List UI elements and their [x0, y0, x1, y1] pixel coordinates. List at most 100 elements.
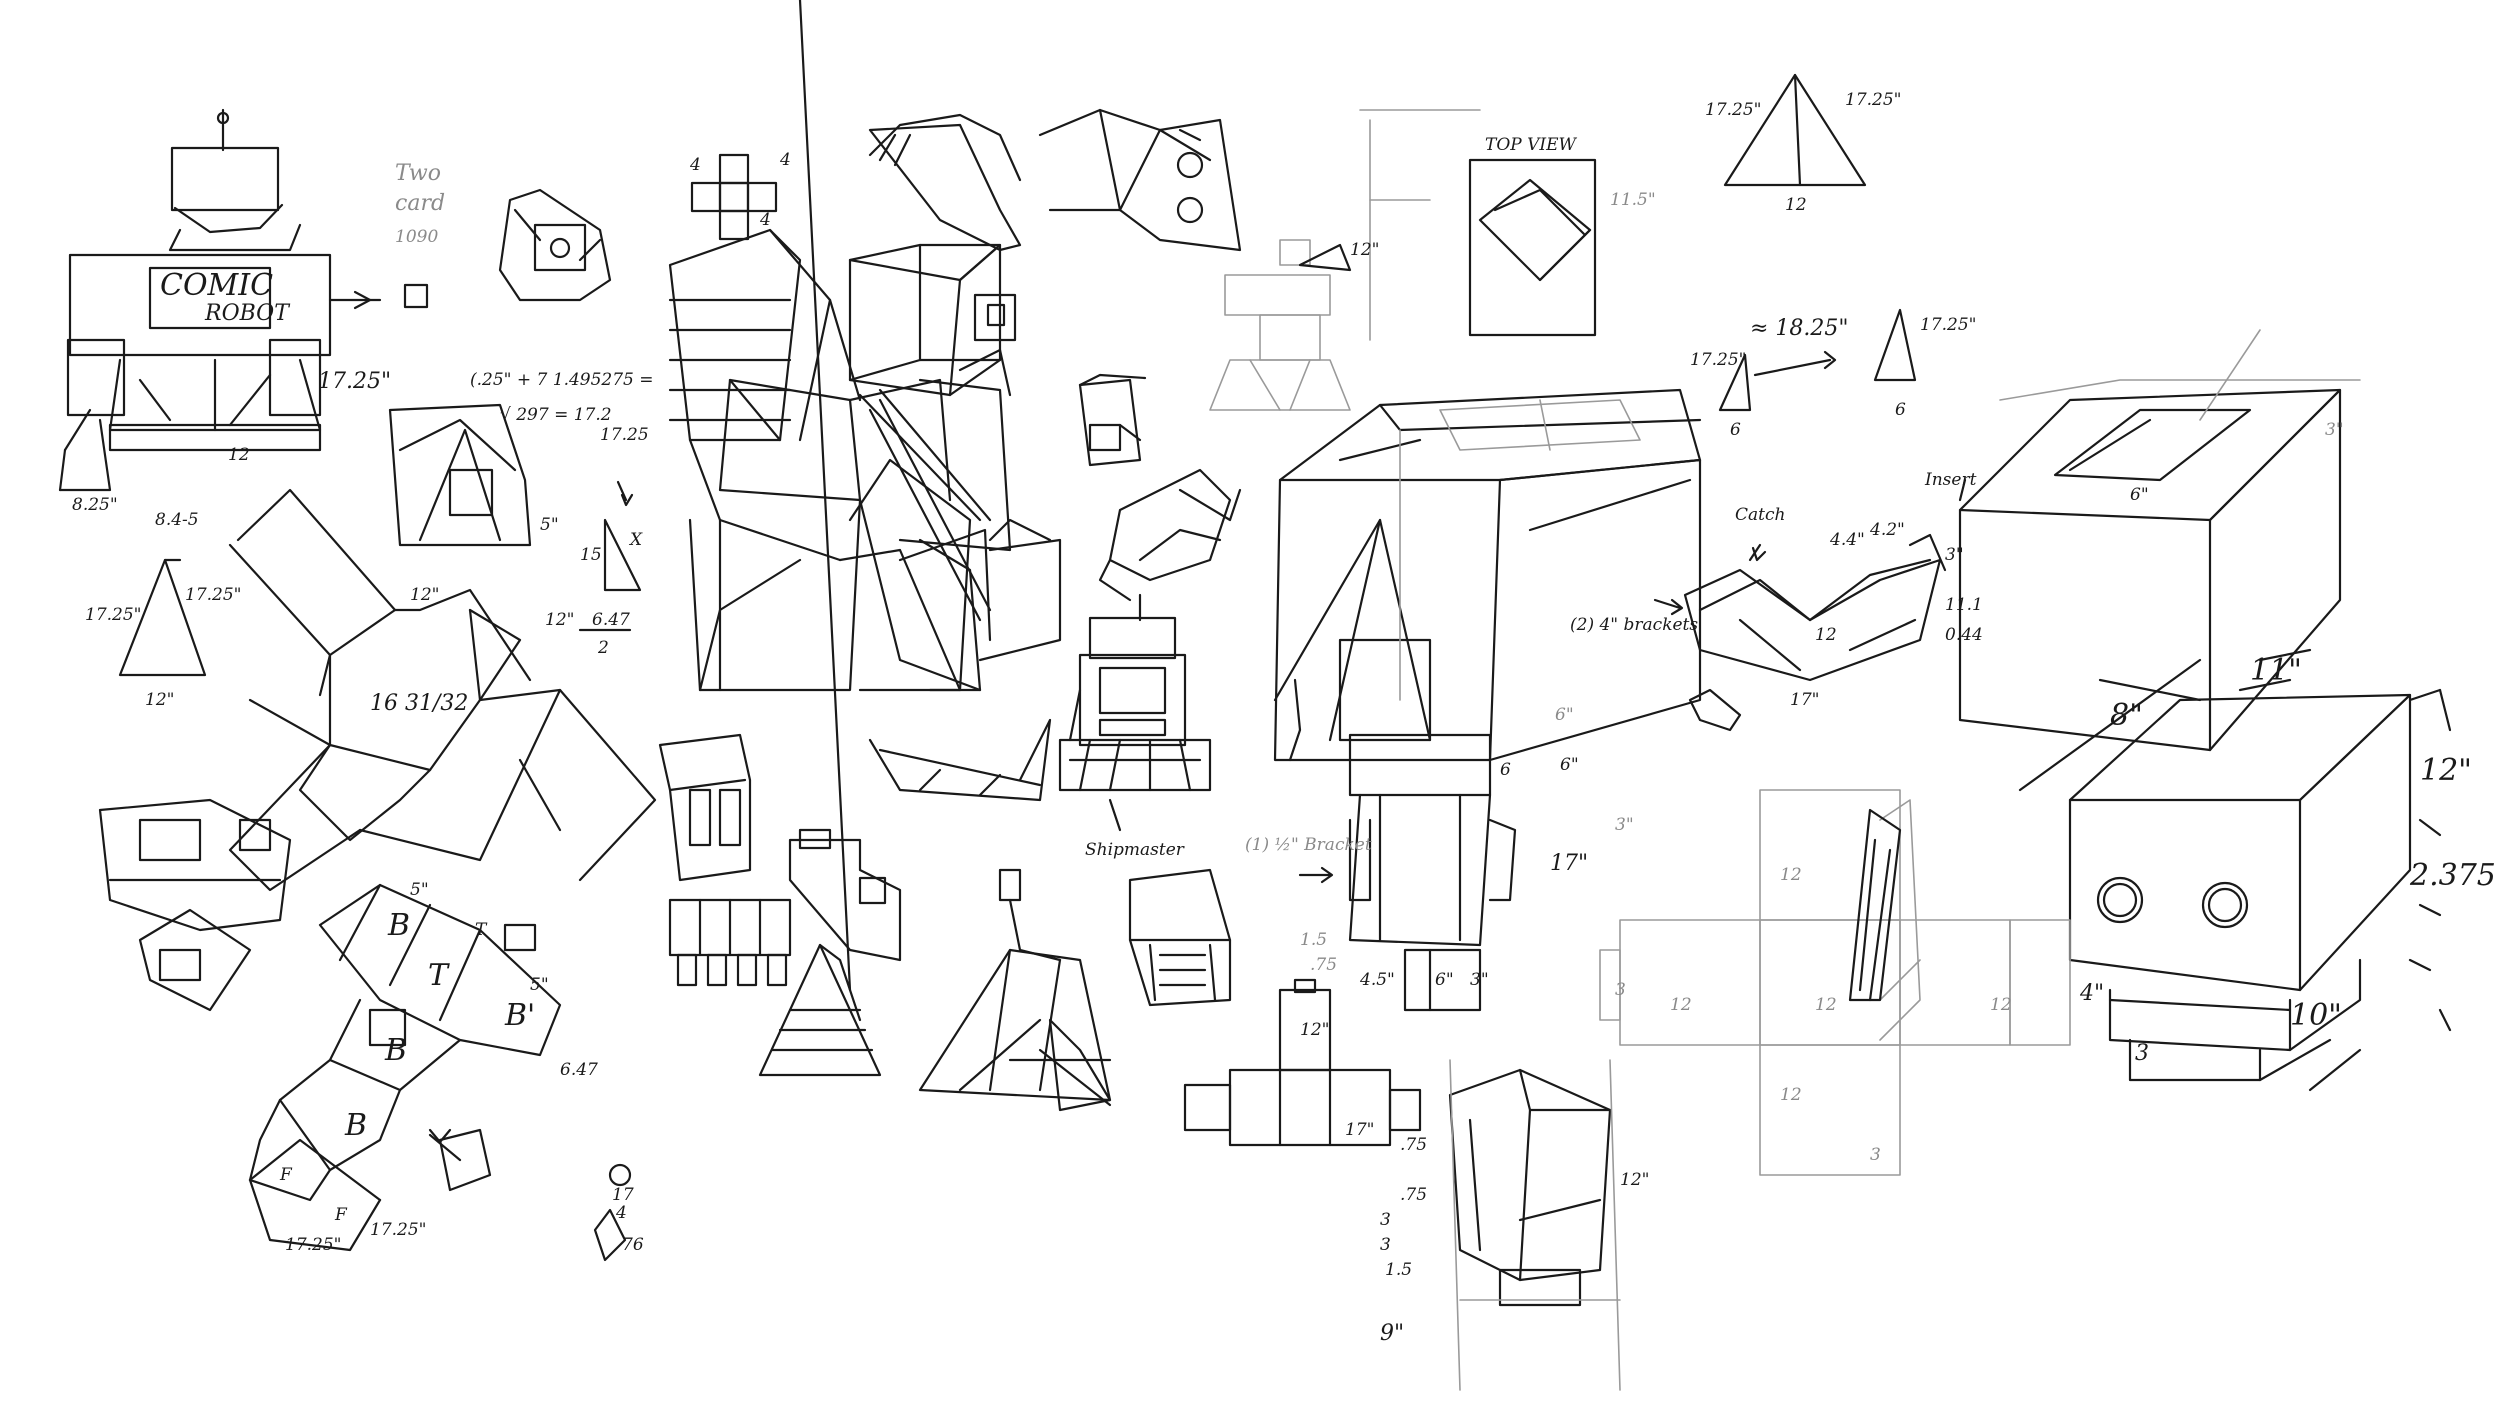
small-building-sketch: [98, 798, 292, 1012]
robot-width-label: 17.25": [318, 369, 391, 394]
cross-net-right: 4: [779, 150, 791, 170]
top-tri-right: 17.25": [1845, 90, 1902, 110]
roof-dim-a: 4.4": [1829, 530, 1865, 550]
t-net-dim-1: 12": [1300, 1020, 1329, 1040]
col-dim-75b: .75: [1400, 1185, 1427, 1205]
mid-label-17: 17": [1550, 851, 1588, 876]
wireframe-pyramid-cluster: [668, 228, 1062, 692]
comic-robot-sign-line2: ROBOT: [204, 301, 291, 326]
tiny-icon-bottom: 76: [622, 1235, 644, 1255]
small-cube-label: 5": [540, 515, 559, 535]
head-height: 12": [2420, 753, 2472, 788]
head-side: 4": [2079, 981, 2104, 1006]
cross-net-small-sketch: 4 4 4: [689, 150, 791, 241]
mid-label-6a: 6: [1500, 760, 1511, 780]
large-box-pyramid-sketch: 6": [1273, 388, 1702, 762]
col-dim-12: 12": [1620, 1170, 1649, 1190]
net-face-f2: F: [334, 1205, 348, 1225]
fraction-bottom: 2: [597, 638, 609, 658]
striped-pyramid-sketch: [758, 0, 882, 1077]
central-pyramid-sketch: [918, 868, 1112, 1112]
pentagon-center-label: 16 31/32: [370, 691, 468, 716]
head-gap: 2.375: [2409, 858, 2496, 893]
head-small: 3: [2135, 1041, 2149, 1066]
tall-tri-right-side: 17.25": [1920, 315, 1977, 335]
tall-box-sketch: [658, 733, 752, 882]
net-face-f1: F: [279, 1165, 293, 1185]
half-inch-bracket-label: (1) ½" Bracket: [1245, 835, 1372, 855]
angled-bar-sketch: [868, 718, 1052, 802]
octagon-box-sketch: [498, 188, 612, 302]
net-face-t2: T: [475, 920, 488, 940]
tall-tri-left-base: 6: [1730, 420, 1741, 440]
note-line2: card: [395, 191, 445, 216]
tall-tri-left-side: 17.25": [1690, 350, 1747, 370]
column-dim-6: 6": [1435, 970, 1454, 990]
robot-bottom-label: 12: [228, 445, 250, 465]
formula-line3: 17.25: [600, 425, 649, 445]
comic-robot-sketch: COMIC ROBOT 17.25" 12 8.25": [58, 108, 391, 515]
top-view-sketch: TOP VIEW 11.5": [1468, 135, 1656, 337]
insert-label: Insert: [1924, 470, 1977, 490]
roof-dim-g: 0.44: [1945, 625, 1983, 645]
formula-line2: √ 297 = 17.2: [500, 405, 612, 425]
formula-note: (.25" + 7 1.495275 = √ 297 = 17.2 17.25: [470, 370, 654, 445]
roof-dim-c: 12: [1815, 625, 1837, 645]
shipmaster-label: Shipmaster: [1085, 840, 1185, 860]
top-tri-base: 12: [1785, 195, 1807, 215]
bt-net-bottom-left: 17.25": [285, 1235, 342, 1255]
head-box-eyes-sketch: 11" 12" 2.375 10" 3 4": [2068, 653, 2496, 1092]
small-tri-flag: 12": [1298, 240, 1379, 272]
tiny-icon-top: 17: [612, 1185, 634, 1205]
t-net-dim-2: 17": [1345, 1120, 1374, 1140]
roof-piece-sketch: Catch Insert (2) 4" brackets 4.4" 4.2" 1…: [1570, 470, 1983, 732]
catch-label: Catch: [1735, 505, 1785, 525]
col-dim-3b: 3: [1380, 1235, 1391, 1255]
tiny-icon-mid: 4: [615, 1203, 627, 1223]
pentagon-top-label: 12": [410, 585, 439, 605]
cross-label-12b: 12: [1815, 995, 1837, 1015]
cross-label-12a: 12: [1670, 995, 1692, 1015]
note-line1: Two: [395, 161, 441, 186]
tall-tri-right-base: 6: [1895, 400, 1906, 420]
right-box-side: 3": [2325, 420, 2344, 440]
cross-net-labels: 3 12 12 12 12 12 3: [1615, 808, 2012, 1165]
roof-dim-b: 4.2": [1869, 520, 1905, 540]
col-dim-9: 9": [1380, 1321, 1404, 1346]
center-dim-15: 1.5: [1300, 930, 1327, 950]
side-triangle-sketch: 15 X 6.47 2: [578, 480, 643, 658]
shipmaster-robot-sketch: Shipmaster: [1058, 593, 1212, 860]
box-wireframe-sketch: [848, 243, 1017, 522]
left-tri-top: 8.4-5: [155, 510, 199, 530]
pentagon-net-sketch: 12" 12" 16 31/32: [228, 488, 657, 892]
comic-robot-sign-line1: COMIC: [160, 268, 273, 303]
col-dim-15: 1.5: [1385, 1260, 1412, 1280]
right-tall-box-sketch: 8" 6" 3": [1958, 329, 2361, 792]
mid-label-3: 3": [1615, 815, 1634, 835]
bt-net-top: 5": [410, 880, 429, 900]
column-dim-45: 4.5": [1359, 970, 1395, 990]
tall-triangles-sketch: ≈ 18.25" 17.25" 6 17.25" 6: [1690, 308, 1977, 440]
left-tri-base: 12": [145, 690, 174, 710]
col-dim-3a: 3: [1380, 1210, 1391, 1230]
bracket-piece-sketch: [788, 828, 902, 962]
two-card-note: Two card 1090: [395, 161, 445, 309]
cross-label-12e: 12: [1780, 865, 1802, 885]
head-width: 11": [2250, 653, 2302, 688]
fraction-top: 6.47: [592, 610, 630, 630]
cross-label-12c: 12: [1990, 995, 2012, 1015]
net-face-b2: B: [384, 1033, 407, 1068]
approx-label: ≈ 18.25": [1750, 316, 1849, 341]
bt-net-sketch: B T T B' B B F F 5" 5" 6.47 17.25" 17.25…: [248, 880, 598, 1255]
formula-line1: (.25" + 7 1.495275 =: [470, 370, 654, 390]
net-face-b-prime: B': [504, 998, 535, 1033]
net-face-t1: T: [428, 958, 450, 993]
roof-dim-f: 11.1: [1945, 595, 1983, 615]
bottom-column-box-sketch: 12" .75 .75 3 3 1.5 9": [1380, 1059, 1649, 1391]
large-cross-net-sketch: [1599, 789, 2071, 1176]
roof-dim-d: 17": [1790, 690, 1819, 710]
t-robot-net-sketch: 12" 17": [1183, 978, 1422, 1147]
four-block-row-sketch: [668, 898, 792, 987]
cross-label-3a: 3: [1615, 980, 1626, 1000]
pentagon-right-label: 12": [545, 610, 574, 630]
